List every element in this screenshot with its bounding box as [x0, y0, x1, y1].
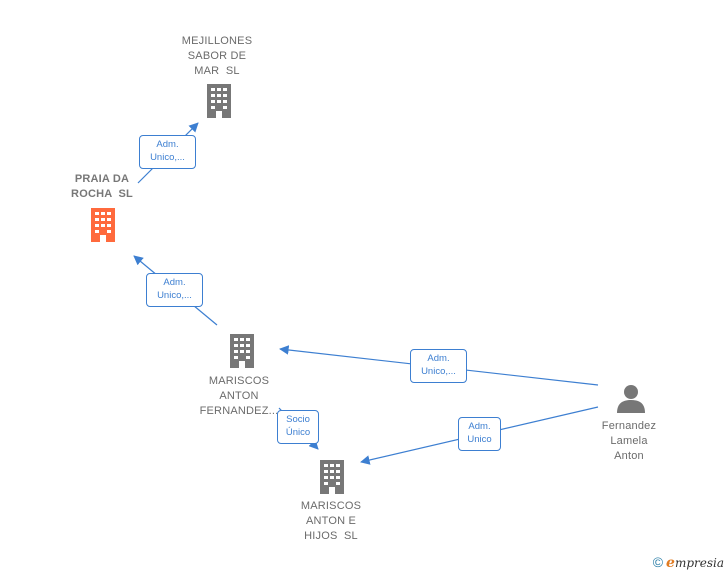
role-line: Unico,...: [421, 366, 456, 377]
role-line: Adm.: [163, 277, 186, 288]
name-line: ANTON: [219, 390, 259, 402]
empresia-logo: empresia: [666, 555, 724, 571]
role-line: Adm.: [156, 139, 179, 150]
brand-rest: mpresia: [674, 556, 724, 570]
name-line: Anton: [614, 450, 644, 462]
building-icon[interactable]: [316, 460, 348, 494]
name-line: MARISCOS: [300, 500, 362, 512]
edge-label-person-hijos[interactable]: Adm. Unico: [458, 417, 501, 451]
copyright-symbol: ©: [652, 554, 664, 570]
building-icon[interactable]: [203, 84, 235, 118]
name-line: Fernandez: [601, 420, 657, 432]
role-line: Unico: [467, 434, 492, 445]
name-line: MEJILLONES: [181, 35, 253, 47]
company-name-praia-da-rocha[interactable]: PRAIA DA ROCHA SL: [56, 172, 148, 202]
name-line: SABOR DE: [187, 50, 247, 62]
name-line: Lamela: [610, 435, 648, 447]
empresia-watermark: ©empresia: [653, 554, 724, 571]
name-line: PRAIA DA: [74, 173, 130, 185]
person-name-fernandez-lamela-anton[interactable]: Fernandez Lamela Anton: [584, 419, 674, 464]
edge-label-person-fernandez[interactable]: Adm. Unico,...: [410, 349, 467, 383]
name-line: MAR SL: [194, 65, 240, 77]
building-icon[interactable]: [87, 208, 119, 242]
brand-initial: e: [666, 555, 675, 571]
role-line: Socio: [286, 414, 310, 425]
name-line: FERNANDEZ...: [199, 405, 279, 417]
role-line: Unico,...: [150, 152, 185, 163]
name-line: ANTON E: [305, 515, 357, 527]
name-line: MARISCOS: [208, 375, 270, 387]
edge-label-fernandez-hijos[interactable]: Socio Único: [277, 410, 319, 444]
edge-label-fernandez-praia[interactable]: Adm. Unico,...: [146, 273, 203, 307]
company-name-mariscos-anton-fernandez[interactable]: MARISCOS ANTON FERNANDEZ...: [190, 374, 288, 419]
role-line: Adm.: [468, 421, 491, 432]
person-icon[interactable]: [615, 383, 647, 413]
role-line: Único: [285, 427, 311, 438]
company-name-mariscos-anton-e-hijos[interactable]: MARISCOS ANTON E HIJOS SL: [282, 499, 380, 544]
company-name-mejillones[interactable]: MEJILLONES SABOR DE MAR SL: [168, 34, 266, 79]
name-line: ROCHA SL: [71, 188, 133, 200]
edge-label-praia-mejillones[interactable]: Adm. Unico,...: [139, 135, 196, 169]
role-line: Unico,...: [157, 290, 192, 301]
name-line: HIJOS SL: [304, 530, 358, 542]
building-icon[interactable]: [226, 334, 258, 368]
role-line: Adm.: [427, 353, 450, 364]
